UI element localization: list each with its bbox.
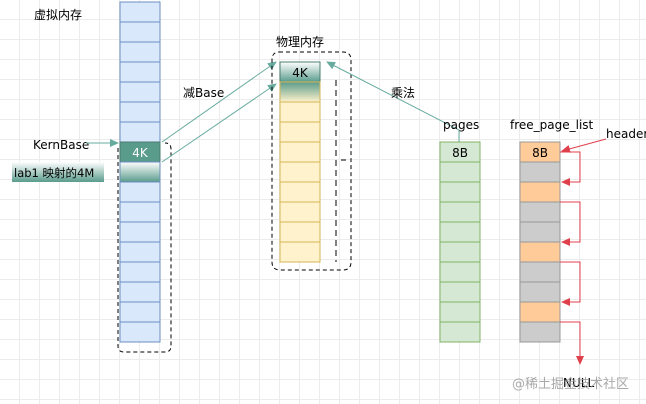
pages-cell [439,201,481,223]
virtual-memory-cell [119,281,161,303]
physical-memory-cells [279,101,321,263]
free-page-cell [519,261,561,283]
physical-memory-cell [279,121,321,143]
physical-4k-label: 4K [292,66,309,80]
physical-memory-cell [279,181,321,203]
multiply-label: 乘法 [391,86,415,100]
free-list-links [560,151,581,306]
free-page-cell [519,281,561,303]
virtual-memory-cell [119,61,161,83]
lab1-map-background [12,162,104,182]
pages-cell [439,261,481,283]
physical-memory-cell [279,221,321,243]
free-list-link-arrow [560,261,581,306]
watermark-text: @稀土掘金技术社区 [512,376,629,392]
virtual-4k-label: 4K [132,146,149,160]
virtual-memory-column: 虚拟内存 4K [34,1,161,343]
lab1-map-label: lab1 映射的4M [14,166,94,180]
pages-column: pages 8B [439,118,481,343]
free-8b-label: 8B [532,146,548,160]
pages-cell [439,161,481,183]
physical-memory-cell [279,241,321,263]
virtual-memory-label: 虚拟内存 [34,8,82,22]
multiply-arrow [326,61,460,142]
null-label: NULL [563,376,594,390]
free-page-list-label: free_page_list [510,118,594,132]
free-page-cell [519,301,561,323]
minus-base-arrow-bottom [161,83,277,163]
free-list-link-arrow [560,201,581,246]
virtual-memory-cell [119,21,161,43]
physical-memory-cell [279,141,321,163]
pages-label: pages [443,118,479,132]
physical-memory-label: 物理内存 [276,35,324,49]
free-page-cell [519,161,561,183]
minus-base-arrow-top [161,61,277,143]
null-arrow [560,321,584,365]
virtual-memory-cell [119,101,161,123]
pages-cell [439,241,481,263]
header-arrow [561,138,607,153]
kernbase-label: KernBase [33,138,89,152]
free-page-cell [519,321,561,343]
virtual-memory-cells [119,1,161,343]
physical-memory-column: 物理内存 4K [271,35,352,271]
physical-memory-outline [271,51,352,271]
free-list-link-arrow [560,151,581,186]
physical-4k-lower-cell [279,81,321,103]
virtual-4k-gradient-cell [119,161,161,183]
free-page-cell [519,181,561,203]
virtual-memory-cell [119,181,161,203]
physical-memory-cell [279,101,321,123]
virtual-memory-cell [119,261,161,283]
virtual-memory-cell [119,221,161,243]
pages-cell [439,281,481,303]
virtual-memory-cell [119,41,161,63]
free-page-cell [519,201,561,223]
virtual-memory-cell [119,1,161,23]
minus-base-label: 减Base [183,86,224,100]
virtual-memory-cell [119,321,161,343]
virtual-memory-cell [119,301,161,323]
pages-cells [439,141,481,343]
pages-cell [439,301,481,323]
virtual-memory-cell [119,201,161,223]
pages-cell [439,321,481,343]
virtual-mapped-region-outline [117,142,172,353]
free-page-list-cells [519,141,561,343]
physical-memory-cell [279,201,321,223]
free-page-cell [519,241,561,263]
header-label: header [606,127,646,141]
pages-cell [439,181,481,203]
physical-memory-cell [279,161,321,183]
free-page-list-column: free_page_list 8B [510,118,594,343]
virtual-memory-cell [119,121,161,143]
free-page-cell [519,221,561,243]
virtual-memory-cell [119,81,161,103]
pages-cell [439,221,481,243]
virtual-memory-cell [119,241,161,263]
pages-8b-label: 8B [452,146,468,160]
